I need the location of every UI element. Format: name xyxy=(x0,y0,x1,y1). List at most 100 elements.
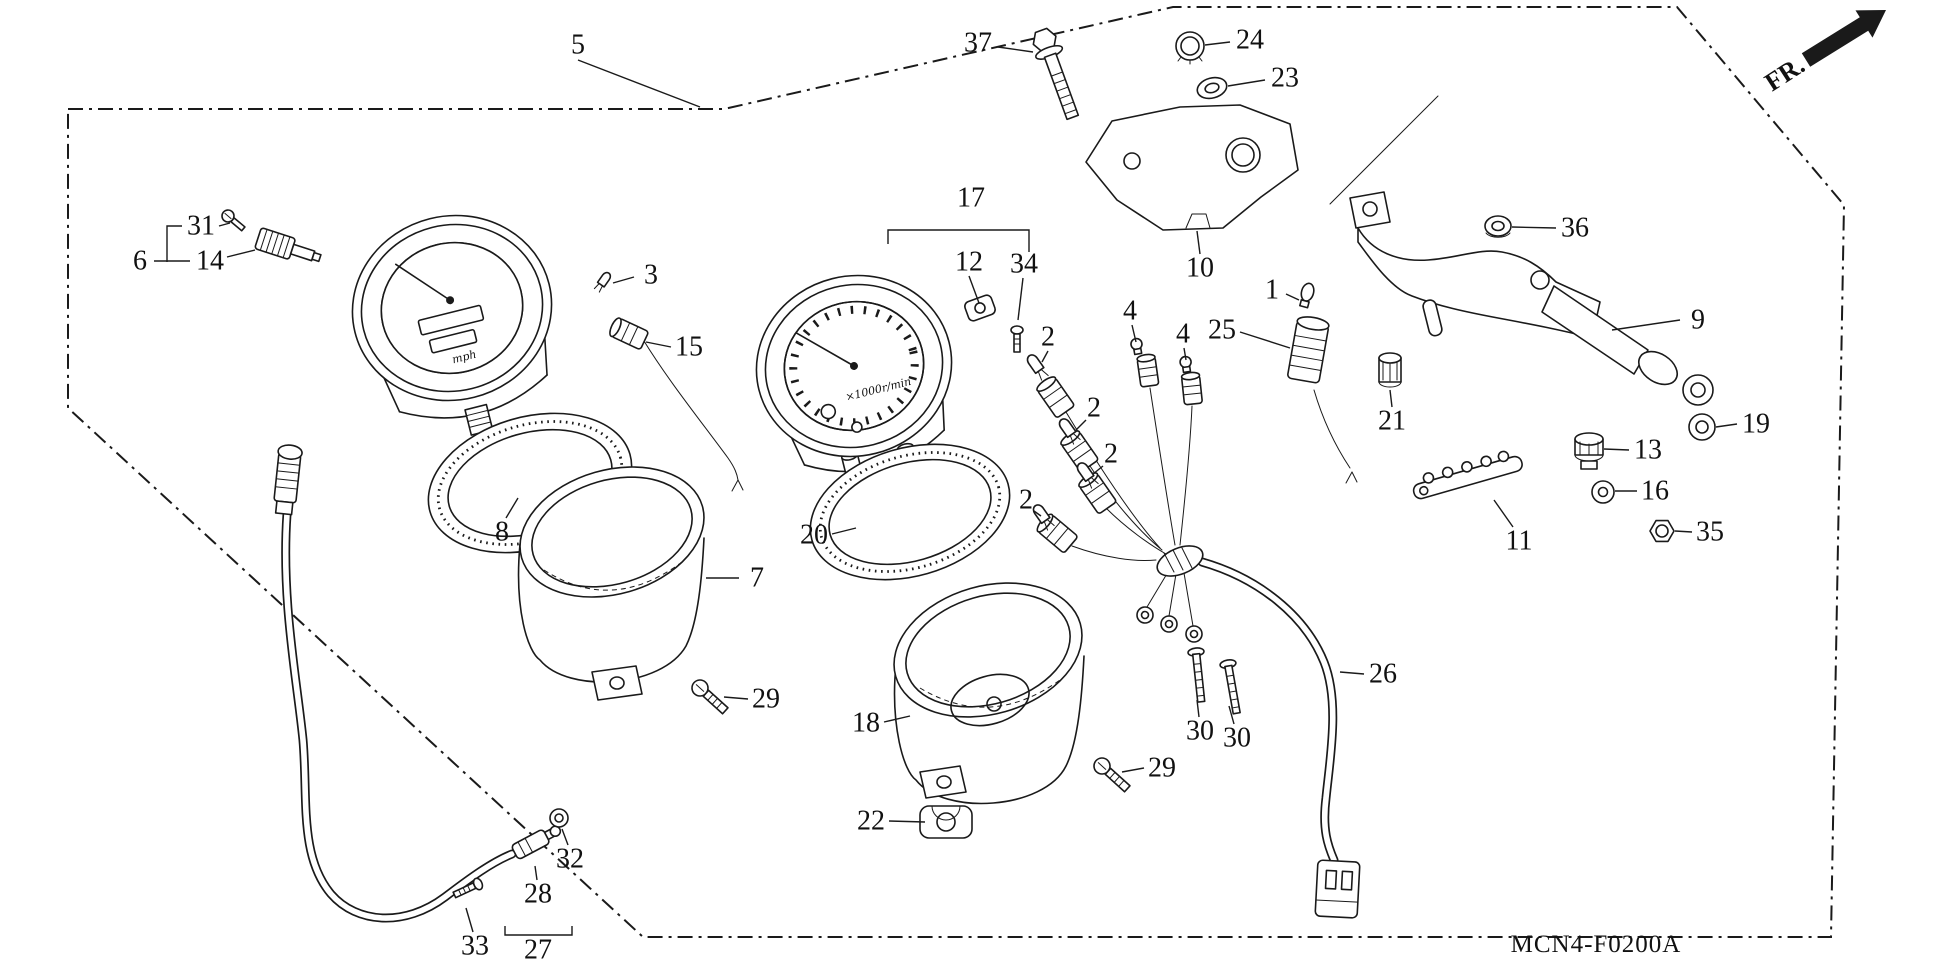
tachometer-needle xyxy=(795,332,855,367)
cap-nut-24 xyxy=(1175,31,1205,65)
callout-33-leader xyxy=(465,907,474,933)
indicator-window xyxy=(851,421,863,433)
harness-main-cable-26 xyxy=(1197,557,1339,865)
callout-10-leader xyxy=(1196,230,1201,255)
ring-terminal xyxy=(1136,606,1154,624)
callout-2-leader xyxy=(1033,510,1042,517)
wire-harness xyxy=(1026,337,1361,919)
callout-18-leader xyxy=(883,715,911,723)
callout-2-label: 2 xyxy=(1087,393,1101,424)
case-screw-29 xyxy=(1093,757,1131,793)
callout-5-leader xyxy=(577,59,701,108)
bulb-socket xyxy=(1036,376,1075,418)
callout-32-leader xyxy=(561,828,569,846)
screw-30 xyxy=(1219,659,1241,715)
front-label: FR. xyxy=(1759,50,1809,97)
callout-37-label: 37 xyxy=(964,28,992,59)
callout-10-label: 10 xyxy=(1186,253,1214,284)
callout-19-leader xyxy=(1715,423,1738,428)
washer-23 xyxy=(1196,76,1228,100)
harness-tape-knot xyxy=(1156,545,1204,577)
front-arrow-icon xyxy=(1801,10,1886,67)
callout-37-leader xyxy=(997,46,1034,53)
callout-36-label: 36 xyxy=(1561,213,1589,244)
callout-4-label: 4 xyxy=(1123,296,1137,327)
callout-2-leader xyxy=(1092,465,1104,475)
wedge-bulb-2 xyxy=(1026,354,1049,381)
callout-29-label: 29 xyxy=(752,684,780,715)
callout-21-label: 21 xyxy=(1378,406,1406,437)
callout-20-leader xyxy=(831,527,857,535)
callout-9-leader xyxy=(1611,319,1681,331)
callout-13-label: 13 xyxy=(1634,435,1662,466)
trip-meter-window xyxy=(428,328,478,354)
callout-27-label: 27 xyxy=(524,935,552,965)
callout-15-label: 15 xyxy=(675,332,703,363)
callout-25-leader xyxy=(1239,331,1291,349)
callout-4-leader xyxy=(1183,347,1187,361)
callout-29-leader xyxy=(1121,767,1145,773)
callout-2-label: 2 xyxy=(1041,322,1055,353)
callout-22-leader xyxy=(888,820,926,823)
bulb-socket xyxy=(1136,353,1160,388)
tachometer-gasket xyxy=(809,443,1011,581)
collar-13 xyxy=(1574,432,1604,470)
bulb-socket xyxy=(1180,371,1203,406)
callout-8-leader xyxy=(505,497,519,519)
callout-33-label: 33 xyxy=(461,931,489,962)
clamp-12 xyxy=(964,294,996,322)
callout-1-leader xyxy=(1285,293,1300,301)
flange-bolt-37 xyxy=(1032,27,1080,121)
tachometer-case xyxy=(893,582,1085,805)
wedge-bulb-2 xyxy=(1076,462,1099,489)
callout-15-leader xyxy=(645,341,672,348)
callout-19-label: 19 xyxy=(1742,409,1770,440)
front-direction-marker: FR. xyxy=(1759,10,1886,97)
screw-34 xyxy=(1010,325,1024,353)
callout-24-label: 24 xyxy=(1236,25,1264,56)
callout-1-label: 1 xyxy=(1265,275,1279,306)
callout-25-label: 25 xyxy=(1208,315,1236,346)
tachometer: ×1000r/min xyxy=(755,274,953,480)
callout-29-label: 29 xyxy=(1148,753,1176,784)
grommet-19 xyxy=(1688,413,1716,441)
odometer-window xyxy=(417,304,485,336)
callout-28-label: 28 xyxy=(524,879,552,910)
callout-34-label: 34 xyxy=(1010,249,1038,280)
lower-meter-bracket-9 xyxy=(1329,95,1714,406)
callout-5-label: 5 xyxy=(571,30,585,61)
clamp-22 xyxy=(919,805,973,839)
diagram-frame xyxy=(67,6,1846,938)
callout-17-label: 17 xyxy=(957,183,985,214)
callout-22-label: 22 xyxy=(857,806,885,837)
callout-31-label: 31 xyxy=(187,211,215,242)
callout-11-label: 11 xyxy=(1506,526,1533,557)
grommet-36 xyxy=(1484,215,1512,238)
callout-30-label: 30 xyxy=(1223,723,1251,754)
callout-34-leader xyxy=(1017,277,1024,321)
callout-35-leader xyxy=(1674,530,1693,533)
callout-12-leader xyxy=(968,275,980,304)
callout-8-label: 8 xyxy=(495,517,509,548)
wedge-bulb-2 xyxy=(1058,418,1081,445)
callout-14-leader xyxy=(226,249,256,258)
callout-6-label: 6 xyxy=(133,246,147,277)
speedometer-unit-label: mph xyxy=(451,348,478,367)
screw-31 xyxy=(221,209,246,232)
callout-13-leader xyxy=(1603,448,1630,451)
callout-29-leader xyxy=(723,696,749,700)
speedometer-cable xyxy=(273,444,569,923)
callout-9-label: 9 xyxy=(1691,305,1705,336)
cable-upper-connector xyxy=(273,444,303,516)
meter-light-socket-25 xyxy=(1287,316,1358,484)
speedometer-needle xyxy=(394,263,451,302)
callout-2-label: 2 xyxy=(1019,485,1033,516)
callout-17-bracket xyxy=(887,229,1030,252)
callout-36-leader xyxy=(1511,226,1557,229)
mini-bulb-4 xyxy=(1130,337,1143,356)
callout-3-label: 3 xyxy=(644,260,658,291)
callout-4-label: 4 xyxy=(1176,319,1190,350)
